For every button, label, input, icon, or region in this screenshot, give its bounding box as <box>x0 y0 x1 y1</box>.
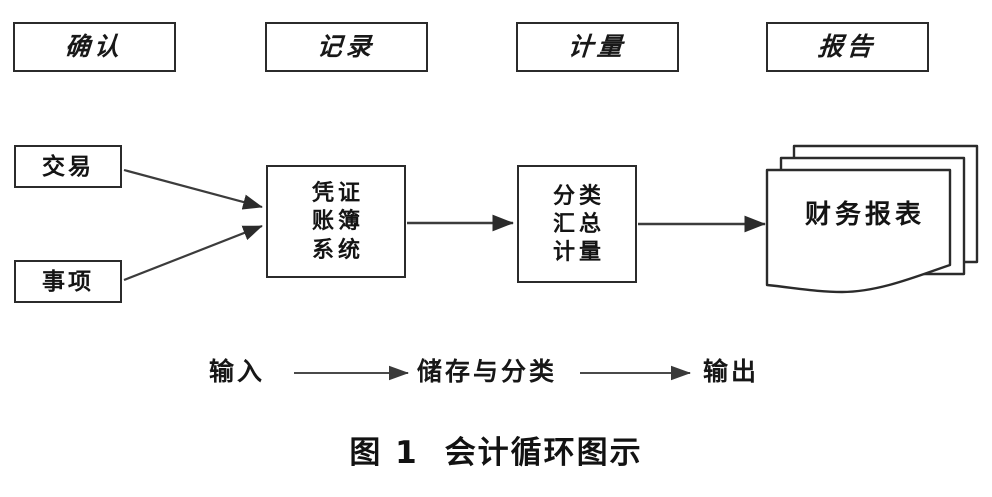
arrow-transactions-to-voucher <box>123 168 263 210</box>
document-sheet-front <box>765 168 952 294</box>
phase-box-recording: 记录 <box>265 22 428 72</box>
process-line-summarize: 汇总 <box>552 210 605 236</box>
process-line-measure: 计量 <box>552 239 605 265</box>
phase-label-recording: 记录 <box>316 33 377 61</box>
source-box-events: 事项 <box>14 260 122 303</box>
phase-box-reporting: 报告 <box>766 22 929 72</box>
flow-step-output: 输出 <box>703 359 760 386</box>
figure-caption-number: 图 1 <box>349 435 419 471</box>
process-line-voucher: 凭证 <box>311 180 364 206</box>
output-document-stack: 财务报表 <box>760 140 985 300</box>
source-label-events: 事项 <box>42 269 94 294</box>
source-label-transactions: 交易 <box>42 154 94 179</box>
process-line-classify: 分类 <box>552 182 605 208</box>
process-box-classify-summarize-measure: 分类 汇总 计量 <box>517 165 637 283</box>
figure-caption: 图 1 会计循环图示 <box>0 438 992 469</box>
process-line-ledger: 账簿 <box>311 208 364 234</box>
flow-step-input: 输入 <box>209 359 266 386</box>
phase-label-measurement: 计量 <box>567 33 628 61</box>
arrow-events-to-voucher <box>123 224 263 282</box>
flow-step-storage: 储存与分类 <box>417 359 558 386</box>
source-box-transactions: 交易 <box>14 145 122 188</box>
phase-label-reporting: 报告 <box>817 33 878 61</box>
phase-label-recognition: 确认 <box>64 33 125 61</box>
process-line-system: 系统 <box>311 236 364 262</box>
figure-caption-title: 会计循环图示 <box>444 435 643 471</box>
phase-box-measurement: 计量 <box>516 22 679 72</box>
output-document-label: 财务报表 <box>804 200 925 229</box>
process-box-voucher-ledger-system: 凭证 账簿 系统 <box>266 165 406 278</box>
phase-box-recognition: 确认 <box>13 22 176 72</box>
